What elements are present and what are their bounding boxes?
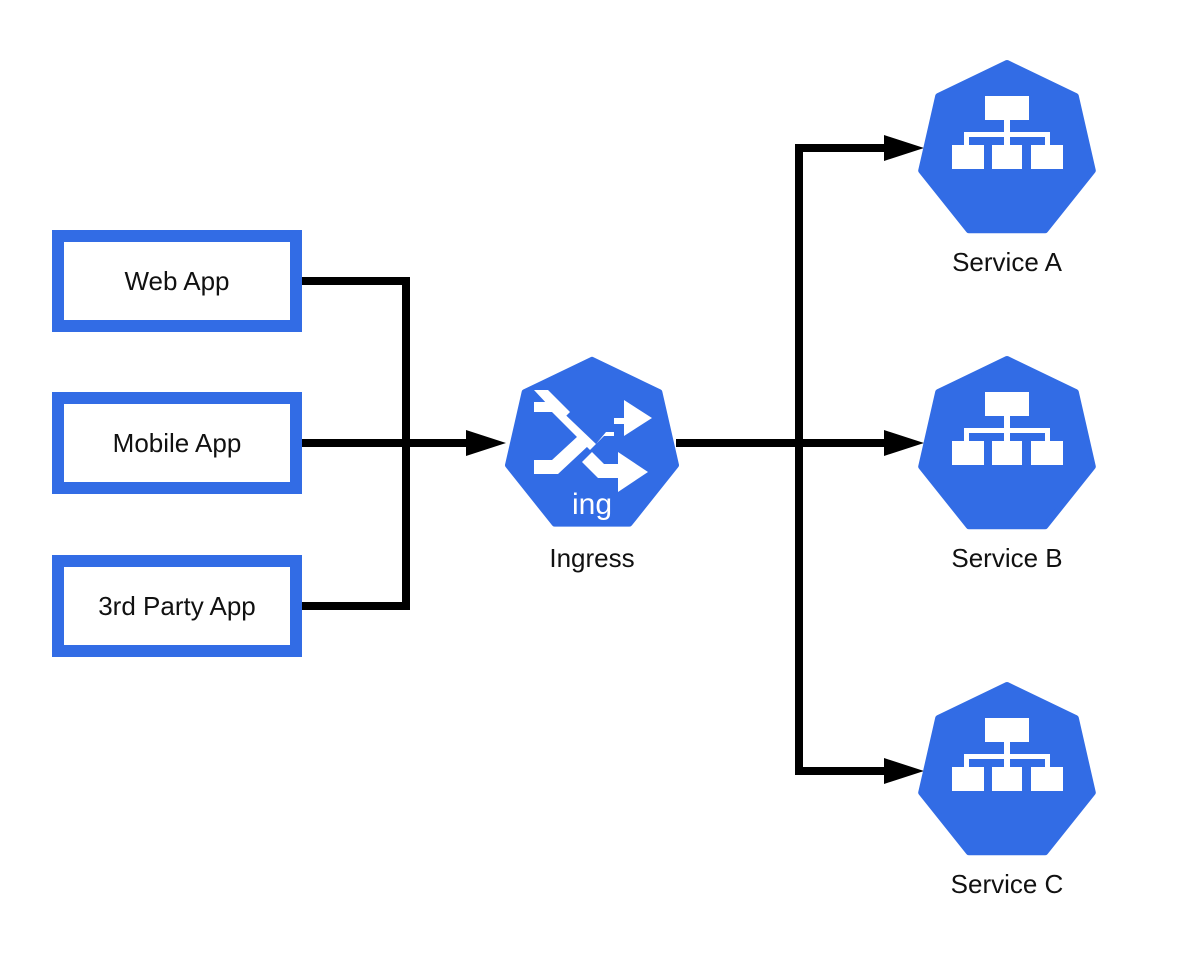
service-label-a: Service A	[952, 247, 1062, 277]
arrowhead-service-c	[884, 758, 924, 784]
ingress-badge: ing	[572, 488, 612, 521]
connector-web-app	[302, 277, 410, 443]
connector-3rd-party-app	[302, 443, 410, 610]
client-box-mobile-app[interactable]: Mobile App	[52, 392, 302, 494]
shuffle-arrows-icon	[534, 390, 652, 492]
client-label: Web App	[124, 266, 229, 296]
service-node-b[interactable]	[921, 359, 1093, 526]
client-box-web-app[interactable]: Web App	[52, 230, 302, 332]
client-box-3rd-party-app[interactable]: 3rd Party App	[52, 555, 302, 657]
client-label: Mobile App	[113, 428, 242, 458]
connector-bus	[795, 144, 888, 775]
arrowhead-service-b	[884, 430, 924, 456]
ingress-label: Ingress	[549, 543, 634, 573]
client-label: 3rd Party App	[98, 591, 256, 621]
ingress-node[interactable]: ing	[508, 360, 676, 524]
service-label-b: Service B	[951, 543, 1062, 573]
service-node-a[interactable]	[921, 63, 1093, 230]
arrowhead-ingress	[466, 430, 506, 456]
service-node-c[interactable]	[921, 685, 1093, 852]
arrowhead-service-a	[884, 135, 924, 161]
service-label-c: Service C	[951, 869, 1064, 899]
